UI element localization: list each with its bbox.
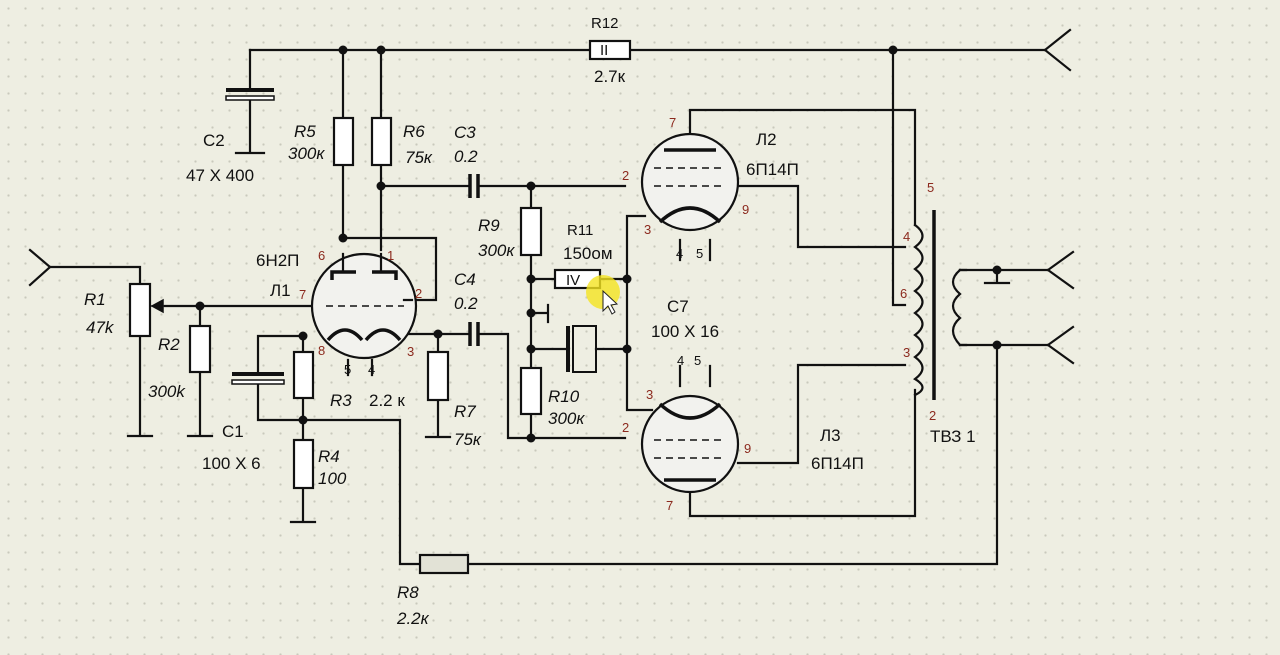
c3-value: 0.2 (454, 147, 478, 166)
r8-resistor (418, 553, 470, 575)
r4-value: 100 (318, 469, 347, 488)
c3-label: C3 (454, 123, 476, 142)
l1-type: 6Н2П (256, 251, 299, 270)
l3-pin: 9 (744, 441, 751, 456)
c7-label: C7 (667, 297, 689, 316)
l1-pin: 2 (415, 286, 422, 301)
r9-resistor (519, 206, 543, 257)
l2-type: 6П14П (746, 160, 799, 179)
c7-capacitor (566, 325, 597, 373)
r11-label: R11 (567, 222, 593, 239)
r6-resistor (370, 116, 393, 167)
l2-tube (640, 132, 740, 232)
l3-pin: 3 (646, 387, 653, 402)
r12-value: 2.7к (594, 67, 626, 86)
r10-value: 300к (548, 409, 585, 428)
tv-pin: 4 (903, 229, 910, 244)
r12-mark: II (600, 42, 608, 59)
tv-pin: 5 (927, 180, 934, 195)
r8-value: 2.2к (396, 609, 430, 628)
r2-label: R2 (158, 335, 180, 354)
r7-label: R7 (454, 402, 476, 421)
l3-type: 6П14П (811, 454, 864, 473)
r12-label: R12 (591, 15, 619, 32)
l3-tube (640, 394, 740, 494)
component-labels: R12 II 2.7к C2 47 X 400 R5 300к R6 75к C… (84, 15, 976, 628)
r6-label: R6 (403, 122, 425, 141)
c2-label: C2 (203, 131, 225, 150)
l1-pin: 4 (368, 362, 375, 377)
l3-pin: 4 (677, 353, 684, 368)
pin-numbers: 6 1 7 2 8 3 5 4 7 2 3 9 4 5 4 5 3 2 9 7 … (299, 115, 936, 513)
r5-resistor (332, 116, 355, 167)
l1-pin: 3 (407, 344, 414, 359)
r12-resistor (588, 39, 632, 61)
r9-label: R9 (478, 216, 500, 235)
r5-value: 300к (288, 144, 325, 163)
r7-resistor (426, 350, 450, 402)
c2-capacitor (225, 88, 275, 101)
r3-label: R3 (330, 391, 352, 410)
junctions (195, 45, 1002, 443)
l1-pin: 1 (387, 248, 394, 263)
r1-potentiometer (128, 282, 152, 338)
r1-label: R1 (84, 290, 106, 309)
r1-value: 47k (86, 318, 115, 337)
r6-value: 75к (405, 148, 433, 167)
l3-pin: 7 (666, 498, 673, 513)
mouse-cursor-icon (602, 289, 619, 315)
c2-value: 47 X 400 (186, 166, 254, 185)
c4-capacitor (468, 322, 480, 346)
r8-label: R8 (397, 583, 419, 602)
l3-pin: 5 (694, 353, 701, 368)
r2-value: 300k (148, 382, 186, 401)
c7-value: 100 X 16 (651, 322, 719, 341)
c4-label: C4 (454, 270, 476, 289)
r1-wiper-arrow (150, 298, 165, 314)
r7-value: 75к (454, 430, 482, 449)
c3-capacitor (468, 174, 480, 198)
l2-pin: 7 (669, 115, 676, 130)
tv-pin: 6 (900, 286, 907, 301)
l2-pin: 5 (696, 246, 703, 261)
c4-value: 0.2 (454, 294, 478, 313)
tv-pin: 2 (929, 408, 936, 423)
r3-resistor (292, 350, 315, 400)
l1-tube (310, 252, 418, 360)
r11-mark: IV (566, 272, 580, 289)
l1-pin: 6 (318, 248, 325, 263)
r4-resistor (292, 438, 315, 490)
r9-value: 300к (478, 241, 515, 260)
tv-transformer (913, 210, 968, 400)
tv-label: ТВЗ 1 (930, 427, 976, 446)
r3-value: 2.2 к (369, 391, 405, 410)
l2-label: Л2 (756, 130, 777, 149)
r2-resistor (188, 324, 212, 374)
r10-label: R10 (548, 387, 580, 406)
l2-pin: 3 (644, 222, 651, 237)
l1-label: Л1 (270, 281, 291, 300)
l1-pin: 8 (318, 343, 325, 358)
r4-label: R4 (318, 447, 340, 466)
l1-pin: 7 (299, 287, 306, 302)
r11-value: 150ом (563, 244, 613, 263)
l3-label: Л3 (820, 426, 841, 445)
c1-value: 100 X 6 (202, 454, 261, 473)
r5-label: R5 (294, 122, 316, 141)
wires (28, 28, 1075, 566)
tv-pin: 3 (903, 345, 910, 360)
r10-resistor (519, 366, 543, 416)
l2-pin: 9 (742, 202, 749, 217)
l3-pin: 2 (622, 420, 629, 435)
l2-pin: 4 (676, 246, 683, 261)
c1-label: C1 (222, 422, 244, 441)
l1-pin: 5 (344, 362, 351, 377)
l2-pin: 2 (622, 168, 629, 183)
c1-capacitor (231, 372, 285, 385)
